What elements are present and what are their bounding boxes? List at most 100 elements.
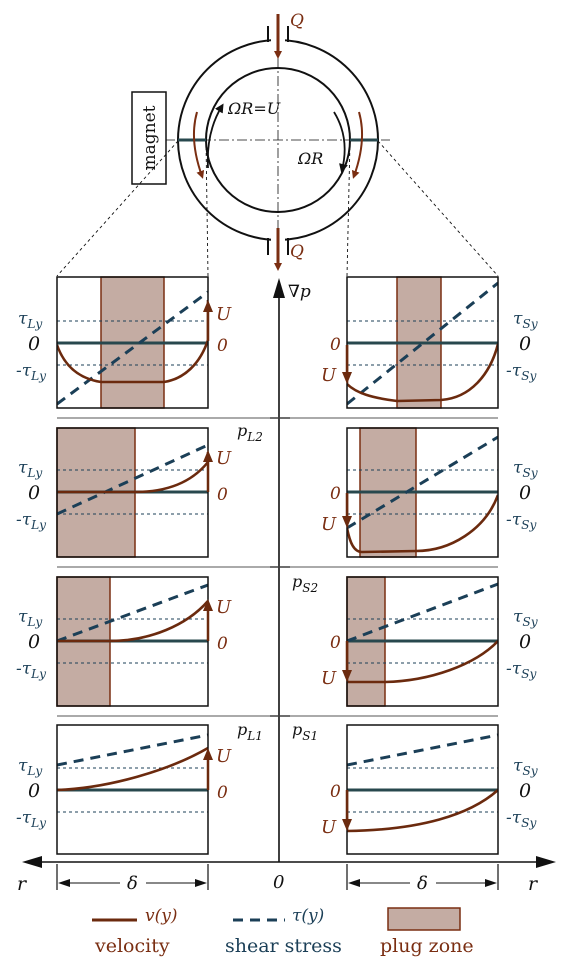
panel-frame xyxy=(346,724,499,855)
legend-shear-label: shear stress xyxy=(225,935,342,957)
tau-yield-pos-label: τLy xyxy=(18,607,43,629)
tau-yield-neg-label: -τLy xyxy=(16,808,47,830)
zero-velocity-label: 0 xyxy=(330,335,341,355)
projection-lines xyxy=(56,140,499,277)
wall-velocity-label: U xyxy=(216,304,232,325)
tau-yield-neg-label: -τSy xyxy=(506,361,538,383)
zero-stress-label: 0 xyxy=(519,333,531,355)
tau-yield-neg-label: -τSy xyxy=(506,808,538,830)
wall-velocity-arrowhead xyxy=(342,516,352,528)
tau-yield-pos-label: τLy xyxy=(18,458,43,480)
inlet-port xyxy=(267,26,289,42)
tau-yield-neg-label: -τLy xyxy=(16,659,47,681)
wall-velocity-label: U xyxy=(321,668,337,689)
velocity-curve xyxy=(347,640,498,684)
device: Q Q ΩR=U ΩR magnet xyxy=(56,11,499,277)
level-label-pL1: pL1 xyxy=(237,720,263,743)
tau-yield-neg-label: -τSy xyxy=(506,510,538,532)
wall-velocity-label: U xyxy=(321,365,337,386)
legend-plug-label: plug zone xyxy=(380,935,474,957)
zero-stress-label: 0 xyxy=(519,780,531,802)
legend-plug-swatch xyxy=(387,907,461,931)
tau-yield-pos-label: τLy xyxy=(18,309,43,331)
shear-stress-line xyxy=(347,733,498,767)
center-axis: ∇p pL2 pS2 pL1 pS1 xyxy=(237,278,318,862)
shear-stress-line xyxy=(57,733,208,767)
magnet-box xyxy=(131,91,167,185)
shear-stress-line xyxy=(57,290,208,406)
velocity-curve xyxy=(57,600,208,643)
wall-velocity-arrowhead xyxy=(342,819,352,831)
left-flow-arrow xyxy=(193,111,205,179)
r-axis-left-arrowhead xyxy=(22,856,42,868)
left-delta-label: δ xyxy=(127,873,138,894)
wall-velocity-arrowhead xyxy=(203,450,213,462)
wall-velocity-arrowhead xyxy=(203,748,213,760)
level-label-pS2: pS2 xyxy=(292,572,318,595)
tau-yield-neg-label: -τSy xyxy=(506,659,538,681)
r-axis: r r 0 δ δ xyxy=(17,856,556,895)
zero-stress-label: 0 xyxy=(28,333,40,355)
wall-velocity-arrowhead xyxy=(342,372,352,384)
tau-yield-pos-label: τSy xyxy=(513,458,539,480)
tau-yield-pos-label: τSy xyxy=(513,607,539,629)
magnet-label: magnet xyxy=(140,105,160,170)
shear-stress-line xyxy=(347,435,498,530)
right-flow-arrow xyxy=(351,111,363,179)
level-label-pS1: pS1 xyxy=(292,720,318,743)
left-rotation-arrow xyxy=(206,103,224,169)
legend-shear-symbol: τ(y) xyxy=(292,906,324,926)
outlet-q-label: Q xyxy=(290,242,304,262)
wall-velocity-label: U xyxy=(321,817,337,838)
outlet-port xyxy=(267,238,289,255)
inlet-q-label: Q xyxy=(290,11,304,31)
zero-velocity-label: 0 xyxy=(217,783,228,803)
pressure-gradient-arrowhead xyxy=(273,278,285,298)
r-axis-right-arrowhead xyxy=(536,856,556,868)
r-right-label: r xyxy=(528,873,539,895)
tau-yield-neg-label: -τLy xyxy=(16,510,47,532)
zero-stress-label: 0 xyxy=(28,482,40,504)
zero-velocity-label: 0 xyxy=(217,485,228,505)
zero-stress-label: 0 xyxy=(519,482,531,504)
legend: v(y) velocity τ(y) shear stress plug zon… xyxy=(92,906,474,957)
zero-velocity-label: 0 xyxy=(330,633,341,653)
shear-stress-line xyxy=(57,443,208,516)
wall-velocity-label: U xyxy=(216,597,232,618)
zero-stress-label: 0 xyxy=(519,631,531,653)
panel-frame xyxy=(56,427,209,558)
tau-yield-pos-label: τSy xyxy=(513,309,539,331)
level-label-pL2: pL2 xyxy=(237,421,263,444)
zero-velocity-label: 0 xyxy=(330,484,341,504)
tau-yield-pos-label: τLy xyxy=(18,756,43,778)
wall-velocity-label: U xyxy=(321,514,337,535)
velocity-curve xyxy=(57,300,208,384)
panel-frame xyxy=(56,576,209,707)
origin-zero-label: 0 xyxy=(273,872,284,893)
zero-velocity-label: 0 xyxy=(217,336,228,356)
velocity-profile-panels: τLy0-τLyU0τSy0-τSyU0τLy0-τLyU0τSy0-τSyU0… xyxy=(16,276,539,855)
panel-frame xyxy=(346,276,499,409)
right-delta-label: δ xyxy=(417,873,428,894)
panel-frame xyxy=(56,276,209,409)
legend-velocity-label: velocity xyxy=(94,935,170,957)
zero-velocity-label: 0 xyxy=(217,634,228,654)
velocity-curve xyxy=(57,746,208,792)
shear-stress-line xyxy=(57,583,208,643)
right-rotation-arrow xyxy=(333,111,348,173)
wall-velocity-arrowhead xyxy=(203,300,213,312)
zero-stress-label: 0 xyxy=(28,780,40,802)
velocity-curve xyxy=(347,789,498,833)
wall-velocity-arrowhead xyxy=(342,670,352,682)
row-separators xyxy=(57,417,498,717)
wall-velocity-arrowhead xyxy=(203,599,213,611)
velocity-curve xyxy=(57,452,208,494)
legend-velocity-symbol: v(y) xyxy=(145,906,177,926)
